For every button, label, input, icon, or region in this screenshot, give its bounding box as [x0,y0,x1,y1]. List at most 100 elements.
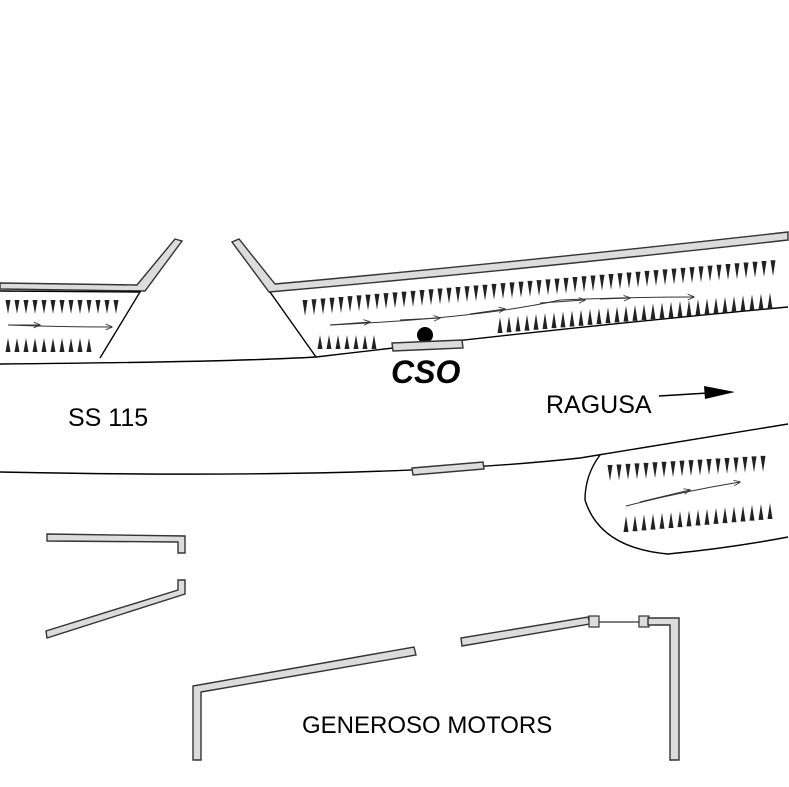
vegetation-mark [715,458,721,475]
vegetation-mark [704,508,710,525]
motors-wall-left [192,646,417,761]
vegetation-mark [722,507,728,524]
vegetation-mark [659,302,665,319]
vegetation-mark [23,300,29,314]
vegetation-mark [632,304,638,321]
vegetation-mark [698,266,704,283]
vegetation-mark [578,309,584,326]
vegetation-mark [760,455,766,472]
vegetation-mark [455,286,461,303]
vegetation-mark [641,514,647,531]
road-south-edge [0,423,789,475]
vegetation-mark [734,263,740,280]
motors-wall-right [460,616,591,647]
vegetation-mark [695,509,701,526]
vegetation-mark [623,516,629,532]
vegetation-mark [644,270,650,287]
vegetation-mark [533,313,539,330]
right-arrow-icon [704,386,735,399]
vegetation-mark [770,260,776,277]
vegetation-mark [751,456,757,473]
vegetation-mark [680,267,686,284]
vegetation-mark [704,298,710,315]
vegetation-mark [689,267,695,284]
vegetation-mark [515,315,521,332]
wall-bottom-left-top [46,533,186,554]
vegetation-mark [641,304,647,321]
vegetation-mark [740,505,746,522]
vegetation-mark [632,515,638,532]
vegetation-mark [14,338,20,352]
vegetation-mark [5,338,11,352]
vegetation-mark [581,276,587,293]
vegetation-mark [731,295,737,312]
vegetation-mark [506,316,512,333]
vegetation-mark [41,338,47,352]
station-label: CSO [391,354,460,390]
vegetation-mark [491,283,497,300]
vegetation-mark [668,301,674,318]
vegetation-mark [95,300,101,314]
median-right [269,260,776,358]
vegetation-mark [554,278,560,295]
motors-wall-east [647,617,680,761]
vegetation-mark [338,296,344,313]
vegetation-mark [500,283,506,300]
road-name-label: SS 115 [68,404,148,432]
vegetation-mark [725,264,731,281]
vegetation-mark [104,300,110,314]
vegetation-mark [607,465,613,481]
vegetation-mark [634,463,640,480]
vegetation-mark [527,280,533,297]
vegetation-mark [536,280,542,297]
vegetation-mark [752,261,758,278]
vegetation-mark [625,463,631,480]
vegetation-mark [706,459,712,476]
vegetation-mark [626,272,632,289]
vegetation-mark [713,297,719,314]
vegetation-mark [59,300,65,314]
vegetation-mark [643,462,649,479]
vegetation-mark [695,299,701,316]
vegetation-mark [14,300,20,314]
vegetation-mark [23,338,29,352]
vegetation-mark [320,298,326,315]
vegetation-mark [635,271,641,288]
island-right [584,454,789,555]
junction-wall-right [230,231,789,293]
vegetation-mark [563,277,569,294]
vegetation-mark [731,506,737,523]
vegetation-mark [428,289,434,306]
vegetation-mark [560,311,566,328]
vegetation-mark [32,300,38,314]
vegetation-mark [767,292,773,309]
vegetation-mark [697,459,703,476]
vegetation-mark [608,273,614,290]
vegetation-mark [464,286,470,303]
vegetation-mark [419,290,425,307]
vegetation-mark [686,299,692,316]
vegetation-mark [410,290,416,307]
vegetation-mark [317,335,323,349]
business-label: GENEROSO MOTORS [302,712,552,739]
vegetation-mark [77,300,83,314]
vegetation-mark [50,300,56,314]
vegetation-mark [686,510,692,527]
curb-plate-south [411,461,485,476]
vegetation-mark [518,281,524,298]
vegetation-mark [68,338,74,352]
vegetation-mark [679,460,685,477]
vegetation-mark [749,294,755,311]
vegetation-mark [599,274,605,291]
vegetation-mark [392,292,398,309]
vegetation-mark [86,338,92,352]
vegetation-mark [749,504,755,521]
vegetation-mark [659,512,665,529]
vegetation-mark [311,299,317,316]
vegetation-mark [68,300,74,314]
vegetation-mark [545,279,551,296]
vegetation-mark [758,503,764,520]
vegetation-mark [670,461,676,478]
vegetation-mark [374,293,380,310]
